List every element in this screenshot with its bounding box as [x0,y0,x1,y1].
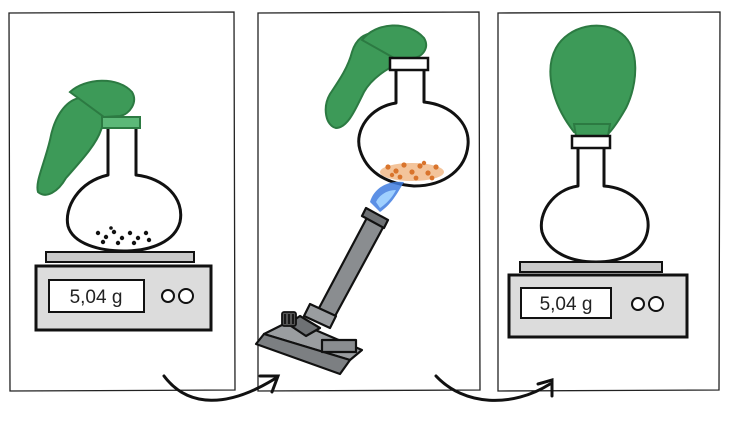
panel-3: 5,04 g [497,11,721,392]
scale-reading: 5,04 g [70,287,123,308]
flame-core [376,190,396,208]
scale: 5,04 g [507,261,689,339]
scale-display [520,287,612,319]
balloon-inflated-icon [549,24,637,136]
flask-rim [570,134,612,150]
arrow-panel-1-to-2 [162,374,281,402]
flask-rim [388,56,430,72]
balloon-deflated-icon [324,32,403,130]
burner-icon [254,206,390,376]
balloon-neck-icon [68,79,136,119]
scale-reading: 5,04 g [540,294,593,315]
flask-rim [101,116,141,129]
scale-display [48,279,145,313]
burner-valve-knob [281,311,297,327]
scale-button-left [631,297,645,311]
scale: 5,04 g [34,251,213,332]
panel-1: 5,04 g [8,11,236,392]
flask-icon [357,70,470,188]
balloon-neck-icon [572,123,612,137]
arrow-panel-2-to-3 [434,374,554,402]
balloon-deflated-icon [36,96,108,196]
heated-grains [380,160,444,181]
scale-button-left [161,289,175,303]
scale-button-right [178,288,194,304]
flask-icon [65,128,183,253]
panel-2 [254,11,481,392]
solid-grains [95,226,152,246]
scale-button-right [648,296,664,312]
